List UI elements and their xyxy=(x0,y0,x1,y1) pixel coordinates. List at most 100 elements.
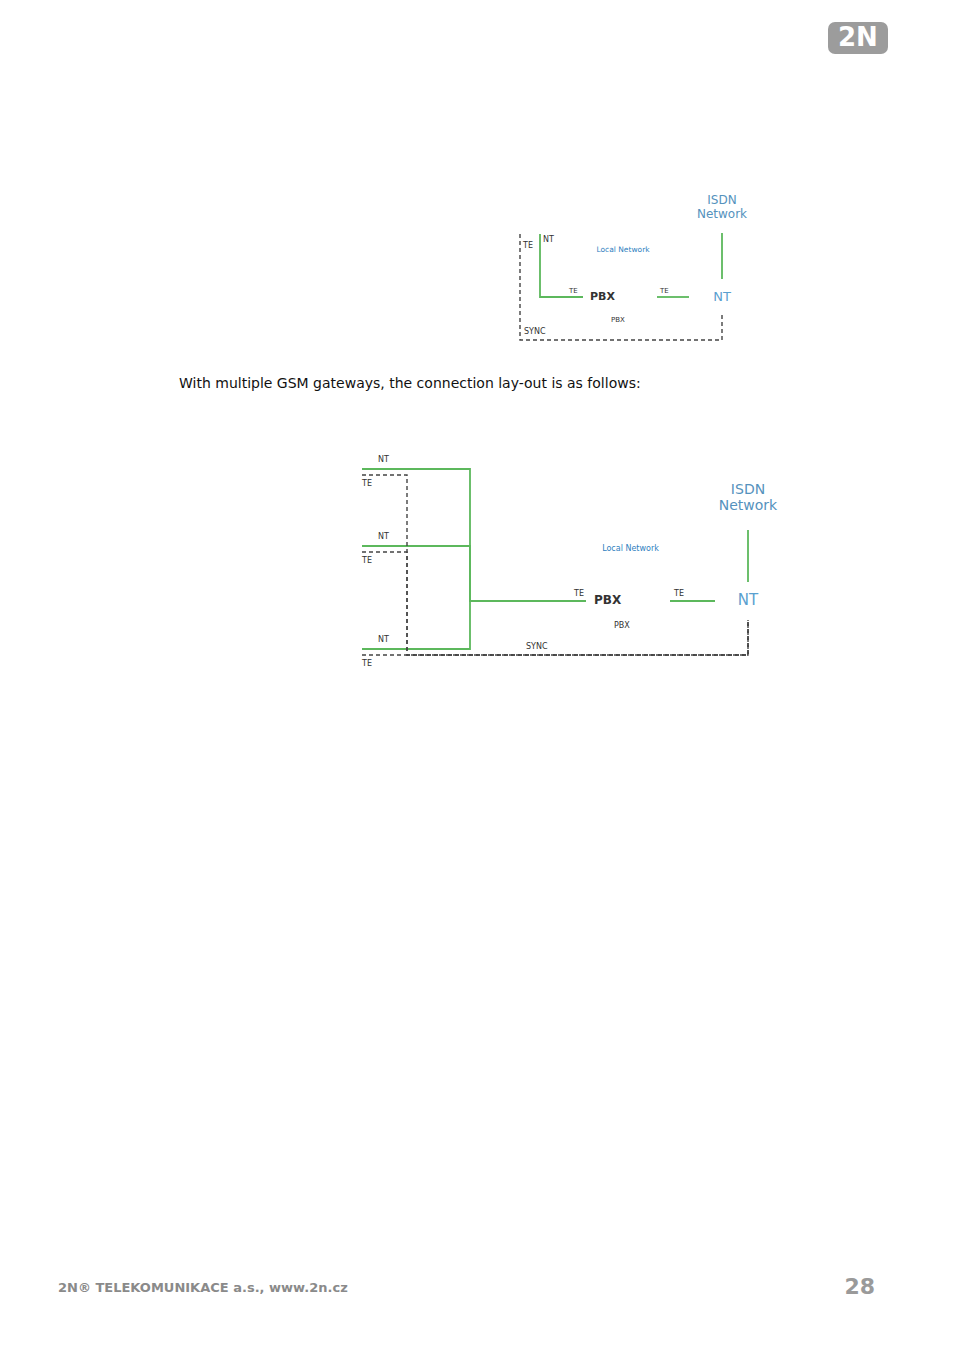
gateway-panel-inner xyxy=(368,153,512,208)
cloud-lobe xyxy=(730,291,753,311)
sim-slot xyxy=(428,253,456,262)
gateway-side xyxy=(261,629,300,692)
pbx-led xyxy=(642,609,645,612)
pbx-led xyxy=(638,304,641,307)
isdn-line xyxy=(540,234,583,297)
sync-line xyxy=(362,620,748,655)
led xyxy=(371,462,373,464)
antenna xyxy=(334,122,344,160)
gateway-front xyxy=(294,454,383,512)
panel-bar xyxy=(432,188,462,198)
rj-port xyxy=(532,212,551,232)
pbx-led xyxy=(642,603,645,606)
rj-port-inner xyxy=(489,230,502,241)
sim-slot xyxy=(331,478,341,481)
footer-rule xyxy=(58,1271,891,1272)
rj-port-inner xyxy=(354,649,359,654)
continuation-dot xyxy=(315,585,321,591)
sim-slot xyxy=(331,555,341,558)
status-led xyxy=(322,451,324,453)
pbx-led xyxy=(638,299,641,302)
pbx-led xyxy=(642,598,645,601)
power-jack-hole xyxy=(301,670,305,674)
pbx-led xyxy=(645,294,648,297)
gateway-panel-inner xyxy=(293,517,353,540)
gateway-panel xyxy=(286,617,360,646)
rj-port xyxy=(362,542,370,550)
pbx-led xyxy=(632,304,635,307)
panel-bar xyxy=(320,531,333,535)
network-label: NT xyxy=(738,592,758,609)
pbx-led xyxy=(651,299,654,302)
port-label: TE xyxy=(660,287,669,295)
gateway-top xyxy=(261,506,383,561)
sim-slot xyxy=(331,658,341,661)
cloud-lobe xyxy=(565,267,615,322)
gateway-illustration xyxy=(261,427,383,513)
network-cloud: NT xyxy=(689,279,755,315)
rj-port-inner xyxy=(535,216,548,227)
pbx-led xyxy=(649,603,652,606)
status-led xyxy=(438,179,442,183)
rj-port-inner xyxy=(514,223,527,234)
network-label: Local Network xyxy=(602,544,659,553)
sync-line xyxy=(520,234,722,340)
antenna xyxy=(278,607,282,623)
power-jack-hole xyxy=(387,273,397,283)
gateway-panel xyxy=(286,514,360,543)
rj-port xyxy=(353,467,361,475)
gateway-illustration xyxy=(261,607,383,693)
port-label: NT xyxy=(543,235,554,244)
rj-port-inner xyxy=(354,469,359,474)
rj-port-inner xyxy=(354,546,359,551)
cloud-lobe xyxy=(586,276,660,327)
rj-port xyxy=(342,547,350,555)
port-labels: NTTE xyxy=(362,455,396,489)
gateway-illustration xyxy=(261,504,383,590)
pbx-led xyxy=(632,294,635,297)
rj-port-inner xyxy=(363,466,368,471)
port-labels: NTTE xyxy=(362,532,396,566)
status-led xyxy=(316,633,318,635)
continuation-dot xyxy=(315,593,321,599)
gateway-top xyxy=(292,128,582,258)
pbx-box: PBX xyxy=(586,584,670,618)
status-led xyxy=(322,528,324,530)
pbx-box: PBX xyxy=(583,281,657,313)
continuation-dot xyxy=(315,601,321,607)
isdn-line xyxy=(721,233,723,279)
isdn-line xyxy=(747,530,749,582)
led xyxy=(554,206,558,210)
network-label: ISDN Network xyxy=(713,481,783,513)
antenna xyxy=(278,504,282,520)
power-jack-hole xyxy=(301,490,305,494)
rj-port-inner xyxy=(344,472,349,477)
cloud-lobe xyxy=(756,594,779,615)
cloud-lobe xyxy=(730,291,753,311)
pbx-led xyxy=(656,603,659,606)
pbx-led xyxy=(632,299,635,302)
rj-port-inner xyxy=(363,646,368,651)
status-led xyxy=(316,530,318,532)
antenna xyxy=(296,134,306,176)
network-cloud: NT xyxy=(715,582,781,620)
port-label: TE xyxy=(574,589,584,598)
cloud-lobe xyxy=(691,291,717,311)
cloud-lobe xyxy=(637,267,682,322)
port-label: TE xyxy=(674,589,684,598)
antenna xyxy=(278,427,282,443)
rj-port xyxy=(342,470,350,478)
gateway-top xyxy=(261,609,383,664)
gateway-front xyxy=(294,634,383,692)
port-label: TE xyxy=(362,659,372,668)
pbx-label: PBX xyxy=(594,594,621,608)
sim-slot xyxy=(460,243,484,251)
port-labels: TENT xyxy=(514,234,556,252)
pbx-led xyxy=(638,294,641,297)
panel-bar xyxy=(320,454,333,458)
pbx-led xyxy=(649,598,652,601)
cloud-lobe xyxy=(586,276,660,327)
sim-slot xyxy=(318,662,330,666)
